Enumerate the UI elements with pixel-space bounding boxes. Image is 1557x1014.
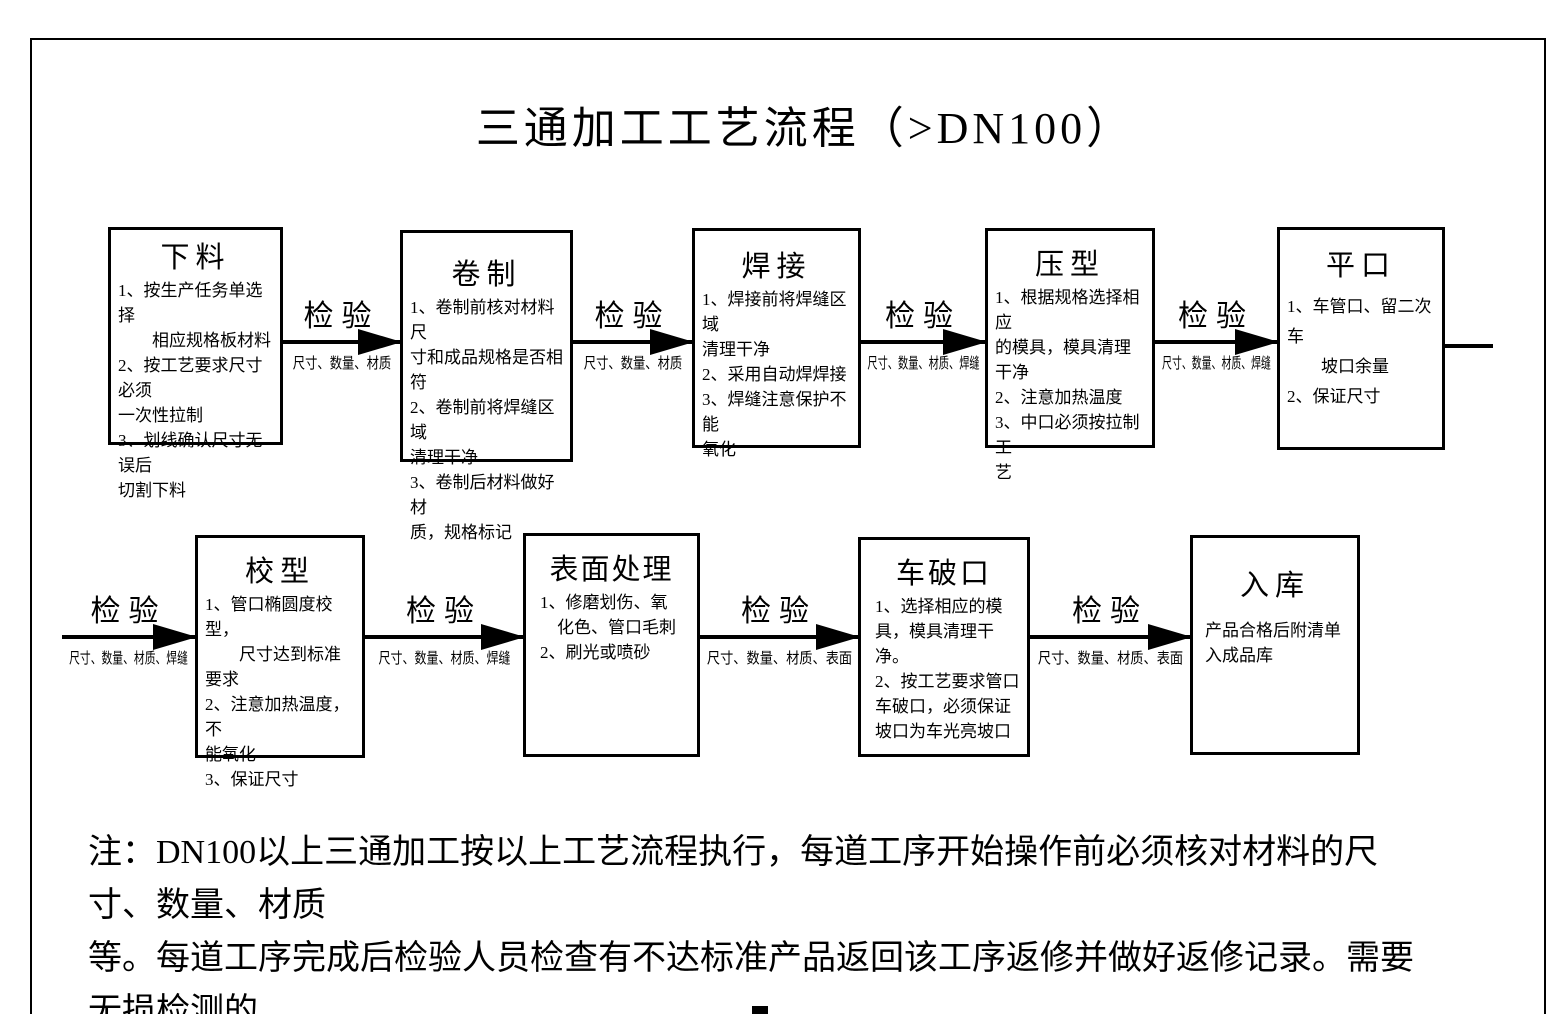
- process-box-body: 1、按生产任务单选择 相应规格板材料 2、按工艺要求尺寸必须 一次性拉制 3、划…: [118, 281, 271, 500]
- process-box-title: 卷制: [451, 259, 522, 291]
- process-box-body: 产品合格后附清单 入成品库: [1205, 621, 1341, 665]
- inspection-criteria: 尺寸、数量、材质、焊缝: [866, 356, 980, 372]
- inspection-label: 检验: [1178, 300, 1254, 333]
- process-box-body: 1、修磨划伤、氧 化色、管口毛刺 2、刷光或喷砂: [540, 593, 676, 662]
- page-title: 三通加工工艺流程（>DN100）: [475, 104, 1135, 153]
- process-box-body: 1、管口椭圆度校型， 尺寸达到标准要求 2、注意加热温度，不 能氧化 3、保证尺…: [205, 595, 350, 789]
- process-box-title: 车破口: [895, 558, 992, 590]
- inspection-arrow-4: 检验 尺寸、数量、材质、焊缝: [1155, 294, 1279, 373]
- inspection-criteria: 尺寸、数量、材质、焊缝: [378, 651, 511, 667]
- arrow-line: [700, 624, 860, 650]
- inspection-label: 检验: [741, 595, 817, 628]
- process-box-title: 表面处理: [549, 554, 674, 586]
- process-box-biaomianchuli: 表面处理 1、修磨划伤、氧 化色、管口毛刺 2、刷光或喷砂: [523, 533, 700, 757]
- process-box-title: 校型: [244, 556, 315, 588]
- process-box-title: 焊接: [741, 251, 812, 283]
- arrow-line: [365, 624, 525, 650]
- inspection-label: 检验: [594, 300, 671, 333]
- page-edge-mark: [752, 1006, 768, 1014]
- process-box-title: 下料: [160, 242, 231, 274]
- arrow-head-icon: [153, 624, 197, 650]
- arrow-head-icon: [481, 624, 525, 650]
- process-box-body: 1、根据规格选择相应 的模具，模具清理干净 2、注意加热温度 3、中口必须按拉制…: [995, 288, 1140, 482]
- inspection-arrow-2: 检验 尺寸、数量、材质: [573, 294, 694, 373]
- arrow-line: [1030, 624, 1192, 650]
- process-box-title: 压型: [1034, 249, 1105, 281]
- arrow-head-icon: [650, 329, 694, 355]
- inspection-arrow-5: 检验 尺寸、数量、材质、焊缝: [62, 589, 197, 668]
- arrow-head-icon: [1235, 329, 1279, 355]
- arrow-line: [861, 329, 987, 355]
- footnote: 注：DN100以上三通加工按以上工艺流程执行，每道工序开始操作前必须核对材料的尺…: [88, 834, 1414, 1014]
- inspection-arrow-6: 检验 尺寸、数量、材质、焊缝: [365, 589, 525, 668]
- process-box-title: 入库: [1239, 570, 1310, 602]
- process-box-body: 1、焊接前将焊缝区域 清理干净 2、采用自动焊焊接 3、焊缝注意保护不能 氧化: [702, 290, 847, 459]
- inspection-label: 检验: [885, 300, 961, 333]
- process-box-body: 1、选择相应的模 具，模具清理干净。 2、按工艺要求管口 车破口，必须保证 坡口…: [875, 597, 1020, 741]
- arrow-line: [283, 329, 402, 355]
- inspection-arrow-3: 检验 尺寸、数量、材质、焊缝: [861, 294, 987, 373]
- process-box-juanzhi: 卷制 1、卷制前核对材料尺 寸和成品规格是否相符 2、卷制前将焊缝区域 清理干净…: [400, 230, 573, 542]
- inspection-label: 检验: [406, 595, 482, 628]
- inspection-criteria: 尺寸、数量、材质、焊缝: [69, 651, 188, 667]
- inspection-arrow-8: 检验 尺寸、数量、材质、表面: [1030, 589, 1192, 668]
- arrow-head-icon: [1148, 624, 1192, 650]
- arrow-head-icon: [358, 329, 402, 355]
- process-box-hanjie: 焊接 1、焊接前将焊缝区域 清理干净 2、采用自动焊焊接 3、焊缝注意保护不能 …: [692, 228, 861, 459]
- inspection-criteria: 尺寸、数量、材质: [583, 356, 682, 372]
- arrow-line: [62, 624, 197, 650]
- arrow-head-icon: [943, 329, 987, 355]
- arrow-line: [1155, 329, 1279, 355]
- process-box-body: 1、车管口、留二次车 坡口余量 2、保证尺寸: [1287, 297, 1432, 406]
- inspection-label: 检验: [90, 595, 167, 628]
- process-box-pingkou: 平口 1、车管口、留二次车 坡口余量 2、保证尺寸: [1277, 227, 1445, 450]
- page-border: [30, 38, 1546, 1014]
- inspection-criteria: 尺寸、数量、材质、表面: [1037, 651, 1183, 667]
- arrow-head-icon: [816, 624, 860, 650]
- process-box-ruku: 入库 产品合格后附清单 入成品库: [1190, 535, 1360, 755]
- process-box-body: 1、卷制前核对材料尺 寸和成品规格是否相符 2、卷制前将焊缝区域 清理干净 3、…: [410, 298, 563, 542]
- inspection-arrow-1: 检验 尺寸、数量、材质: [283, 294, 402, 373]
- process-box-title: 平口: [1325, 250, 1396, 282]
- process-box-xialiao: 下料 1、按生产任务单选择 相应规格板材料 2、按工艺要求尺寸必须 一次性拉制 …: [108, 227, 283, 500]
- inspection-criteria: 尺寸、数量、材质、表面: [706, 651, 852, 667]
- arrow-line: [573, 329, 694, 355]
- inspection-criteria: 尺寸、数量、材质: [292, 356, 391, 372]
- process-box-jiaoxing: 校型 1、管口椭圆度校型， 尺寸达到标准要求 2、注意加热温度，不 能氧化 3、…: [195, 535, 365, 789]
- process-box-chepokou: 车破口 1、选择相应的模 具，模具清理干净。 2、按工艺要求管口 车破口，必须保…: [858, 537, 1030, 757]
- process-box-yaxing: 压型 1、根据规格选择相应 的模具，模具清理干净 2、注意加热温度 3、中口必须…: [985, 228, 1155, 482]
- row1-exit-connector: [1445, 344, 1493, 348]
- inspection-label: 检验: [1072, 595, 1148, 628]
- inspection-arrow-7: 检验 尺寸、数量、材质、表面: [700, 589, 860, 668]
- inspection-label: 检验: [303, 300, 380, 333]
- inspection-criteria: 尺寸、数量、材质、焊缝: [1161, 356, 1271, 372]
